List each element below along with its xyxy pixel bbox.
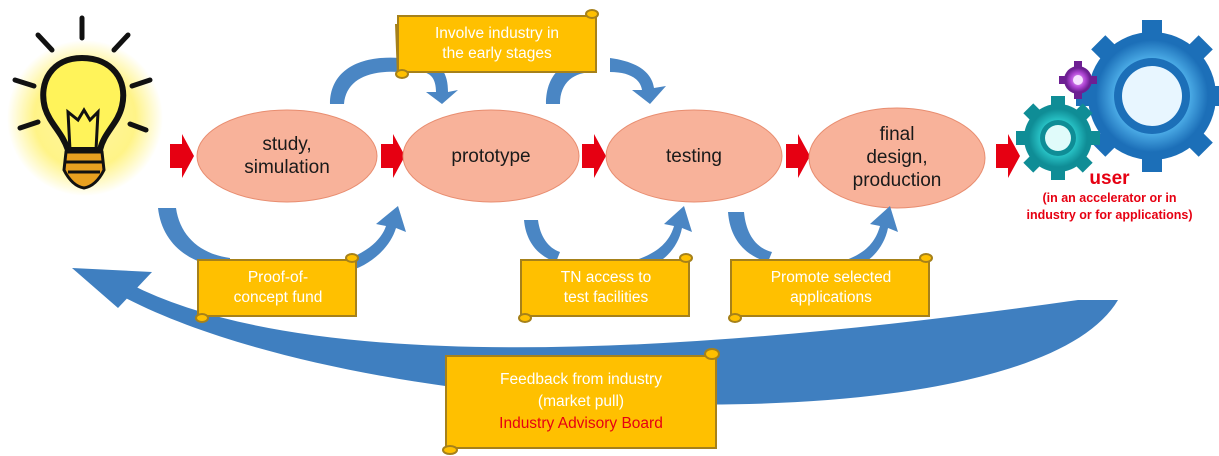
feedback-arrow bbox=[72, 268, 1118, 405]
scroll-label-feedback: Feedback from industry (market pull) Ind… bbox=[448, 360, 714, 444]
gears-icon bbox=[1016, 20, 1219, 180]
arrow-study-down bbox=[158, 208, 230, 268]
flow-arrow-5 bbox=[996, 134, 1020, 178]
proof-line-1: Proof-of- bbox=[247, 269, 309, 286]
arrow-up-to-final bbox=[846, 206, 898, 270]
user-subtitle-1: (in an accelerator or in bbox=[1042, 191, 1177, 205]
tn-line-1: TN access to bbox=[560, 269, 652, 286]
involve-line-2: the early stages bbox=[442, 45, 552, 62]
ellipse-study bbox=[196, 109, 378, 203]
feedback-line-1: Feedback from industry bbox=[500, 371, 662, 388]
user-title: user bbox=[1089, 168, 1130, 189]
scroll-label-proof-of-concept: Proof-of- concept fund bbox=[200, 260, 356, 316]
flow-arrow-3 bbox=[582, 134, 606, 178]
arrow-up-to-testing bbox=[636, 206, 692, 270]
user-label: user (in an accelerator or in industry o… bbox=[1000, 168, 1219, 224]
feedback-line-2: (market pull) bbox=[537, 393, 625, 410]
feedback-line-3: Industry Advisory Board bbox=[499, 415, 663, 432]
lightbulb-icon bbox=[7, 15, 163, 196]
stage-label-final: final design, production bbox=[852, 123, 942, 191]
flow-arrow-4 bbox=[786, 134, 810, 178]
scroll-label-promote: Promote selected applications bbox=[733, 260, 929, 316]
ellipse-final bbox=[808, 107, 986, 209]
ellipse-prototype bbox=[402, 109, 580, 203]
user-subtitle-2: industry or for applications) bbox=[1026, 208, 1193, 222]
scroll-label-involve-industry: Involve industry in the early stages bbox=[400, 16, 594, 72]
arrow-prototype-down bbox=[524, 220, 560, 262]
flow-arrow-1 bbox=[170, 134, 194, 178]
stage-label-study: study, simulation bbox=[244, 134, 330, 178]
promote-line-1: Promote selected bbox=[770, 269, 892, 286]
promote-line-2: applications bbox=[790, 289, 872, 306]
flow-arrows bbox=[170, 134, 1020, 178]
arrow-testing-down bbox=[728, 212, 772, 262]
involve-line-1: Involve industry in bbox=[434, 25, 560, 42]
arrow-study-to-involve bbox=[330, 57, 400, 104]
proof-line-2: concept fund bbox=[233, 289, 323, 306]
flow-arrow-2 bbox=[381, 134, 405, 178]
stage-ellipses bbox=[196, 107, 986, 209]
scroll-label-tn-access: TN access to test facilities bbox=[523, 260, 689, 316]
arrow-involve-to-testing bbox=[610, 58, 666, 104]
tn-line-2: test facilities bbox=[563, 289, 649, 306]
stage-label-prototype: prototype bbox=[451, 145, 531, 167]
scroll-feedback bbox=[442, 348, 720, 455]
scroll-shapes bbox=[195, 9, 933, 455]
scroll-tn-access bbox=[518, 253, 693, 323]
stage-label-testing: testing bbox=[666, 145, 722, 167]
scroll-promote bbox=[728, 253, 933, 323]
scroll-proof-of-concept bbox=[195, 253, 359, 323]
scroll-involve-industry bbox=[395, 9, 599, 79]
ellipse-testing bbox=[605, 109, 783, 203]
